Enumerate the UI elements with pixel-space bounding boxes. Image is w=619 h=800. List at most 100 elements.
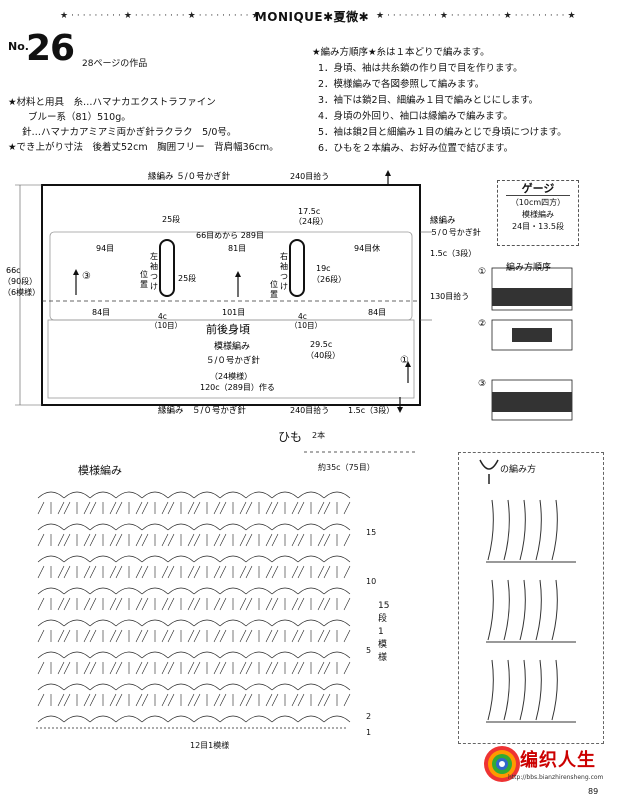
- right-sleeve-slot: [289, 239, 305, 297]
- order-step: 3．袖下は鎖2目、細編み１目で編みとじにします。: [318, 95, 539, 106]
- d15-label: 1.5c（3段）: [430, 248, 476, 258]
- d15b-label: 1.5c（3段）: [348, 405, 394, 415]
- howto-step: [486, 579, 576, 643]
- d295-label: 29.5c: [310, 340, 332, 349]
- d26-label: （26段）: [312, 274, 346, 284]
- chart-footer: 12目1模様: [190, 741, 230, 750]
- chart-row: [37, 629, 351, 643]
- d175-label: 17.5c: [298, 207, 320, 216]
- order-diag-fill: [492, 288, 572, 306]
- chart-row: [37, 597, 351, 611]
- body-name: 前後身頃: [206, 322, 250, 336]
- sleeve-left-label: け: [150, 282, 158, 291]
- howto-illustration: [486, 499, 576, 723]
- sleeve-right-label: 位: [270, 279, 278, 289]
- logo-url: http://bbs.bianzhirensheng.com: [508, 774, 604, 781]
- chart-rows: [37, 491, 351, 723]
- howto-step: [486, 499, 576, 563]
- chart-row: [37, 523, 351, 531]
- materials-line-2: ブルー系（81）510g。: [28, 112, 131, 123]
- arrow-head: [73, 269, 79, 275]
- gauge-size: （10cm四方）: [510, 198, 566, 207]
- gauge-pattern: 模様編み: [522, 210, 554, 219]
- sleeve-left-label: 置: [140, 280, 148, 289]
- d130-label: 130目拾う: [430, 291, 469, 301]
- rows-repeat-dan: 段: [378, 614, 388, 624]
- howto-strokes: [486, 499, 576, 723]
- sleeve-left-label: つ: [150, 272, 158, 281]
- chart-row: [37, 619, 351, 627]
- sleeve-left-label: 袖: [150, 261, 158, 271]
- stitch-chart: [36, 491, 351, 729]
- order-diag-2: ②: [478, 319, 486, 329]
- arrow-head: [397, 407, 403, 413]
- gauge-box: ゲージ （10cm四方） 模様編み 24目・13.5段: [497, 180, 579, 246]
- row-label-2: 2: [366, 712, 372, 721]
- order-step: 1．身頃、袖は共糸鎖の作り目で目を作ります。: [318, 63, 523, 74]
- d10r-label: （10目）: [290, 321, 322, 330]
- materials-line-3: 針…ハマナカアミアミ両かぎ針ラクラク 5/0号。: [22, 127, 237, 138]
- chart-row: [37, 555, 351, 563]
- knitting-order: ★編み方順序★糸は１本どりで編みます。 1．身頃、袖は共糸鎖の作り目で目を作りま…: [312, 45, 567, 157]
- materials-line-1: ★材料と用具 糸…ハマナカエクストラファイン: [8, 97, 216, 108]
- gauge-title: ゲージ: [506, 183, 570, 196]
- row-label-1: 1: [366, 728, 372, 737]
- left-sleeve-slot: [159, 239, 175, 297]
- pattern-no-label: No.: [8, 40, 29, 53]
- d66-label: 66目めから 289目: [196, 231, 264, 240]
- d84l-label: 84目: [92, 308, 110, 317]
- howto-title: の編み方: [500, 465, 537, 475]
- sleeve-right-label: 右: [280, 251, 288, 261]
- d120-label: 120c（289目）作る: [200, 382, 275, 392]
- chart-row: [37, 661, 351, 675]
- order-diag-title: 編み方順序: [506, 261, 551, 273]
- top-edge-label: 縁編み ５/０号かぎ針: [148, 171, 231, 182]
- header-stars-right: ★·········★·········★·········★: [376, 11, 579, 21]
- rows-repeat-label: 15 段 1 模 様: [378, 600, 390, 665]
- chart-row: [37, 565, 351, 579]
- sleeve-right-label: け: [280, 282, 288, 291]
- order-step: 2．模様編みで各図参照して編みます。: [318, 79, 485, 90]
- top-240-label: 240目拾う: [290, 171, 329, 181]
- order-diag-fill: [512, 328, 552, 342]
- rows-repeat-mo: 模: [378, 640, 388, 650]
- order-step: 5．袖は鎖2目と細編み１目の編みとじで身頃につけます。: [318, 127, 567, 138]
- rainbow-logo-icon: [484, 746, 520, 782]
- order-diag-1: ①: [478, 267, 486, 277]
- right-edge-label-2: ５/０号かぎ針: [430, 227, 481, 237]
- chart-row: [37, 587, 351, 595]
- pattern-page-ref: 28ページの作品: [82, 59, 148, 69]
- page-number: 89: [588, 787, 599, 796]
- order-diag-frame: [491, 319, 573, 351]
- chart-row: [37, 491, 351, 499]
- gauge-count: 24目・13.5段: [512, 222, 564, 231]
- d25a-label: 25段: [162, 214, 180, 224]
- rows-repeat-you: 様: [378, 653, 388, 663]
- order-diag-fill: [492, 392, 572, 412]
- row-label-10: 10: [366, 577, 377, 586]
- arrow-head: [405, 361, 411, 367]
- chart-row: [37, 693, 351, 707]
- marker-1: ①: [400, 355, 409, 366]
- stitch-symbol-path: [479, 459, 499, 484]
- d40-label: （40段）: [306, 350, 340, 360]
- sleeve-right-label: 置: [270, 290, 278, 299]
- arrow-head: [235, 271, 241, 277]
- sleeve-right-label: 袖: [280, 261, 288, 271]
- order-title: ★編み方順序★糸は１本どりで編みます。: [312, 47, 490, 58]
- d84r-label: 84目: [368, 308, 386, 317]
- d19-label: 19c: [316, 264, 331, 273]
- pattern-number: 26: [26, 28, 75, 69]
- body-schematic: 縁編み ５/０号かぎ針 240目拾う 縁編み ５/０号かぎ針 66c （90段）…: [3, 170, 481, 416]
- lower-band: [47, 319, 415, 399]
- d10l-label: （10目）: [150, 321, 182, 330]
- d25b-label: 25段: [178, 273, 196, 283]
- rows-repeat-1: 1: [378, 627, 384, 637]
- body-hook: ５/０号かぎ針: [206, 355, 260, 366]
- bottom-240-label: 240目拾う: [290, 405, 329, 415]
- row-label-5: 5: [366, 646, 372, 655]
- footer-logo: 编织人生 http://bbs.bianzhirensheng.com: [480, 742, 619, 798]
- d24-label: （24段）: [294, 216, 328, 226]
- order-diagrams: 編み方順序 ① ② ③: [478, 261, 573, 421]
- chart-row: [37, 651, 351, 659]
